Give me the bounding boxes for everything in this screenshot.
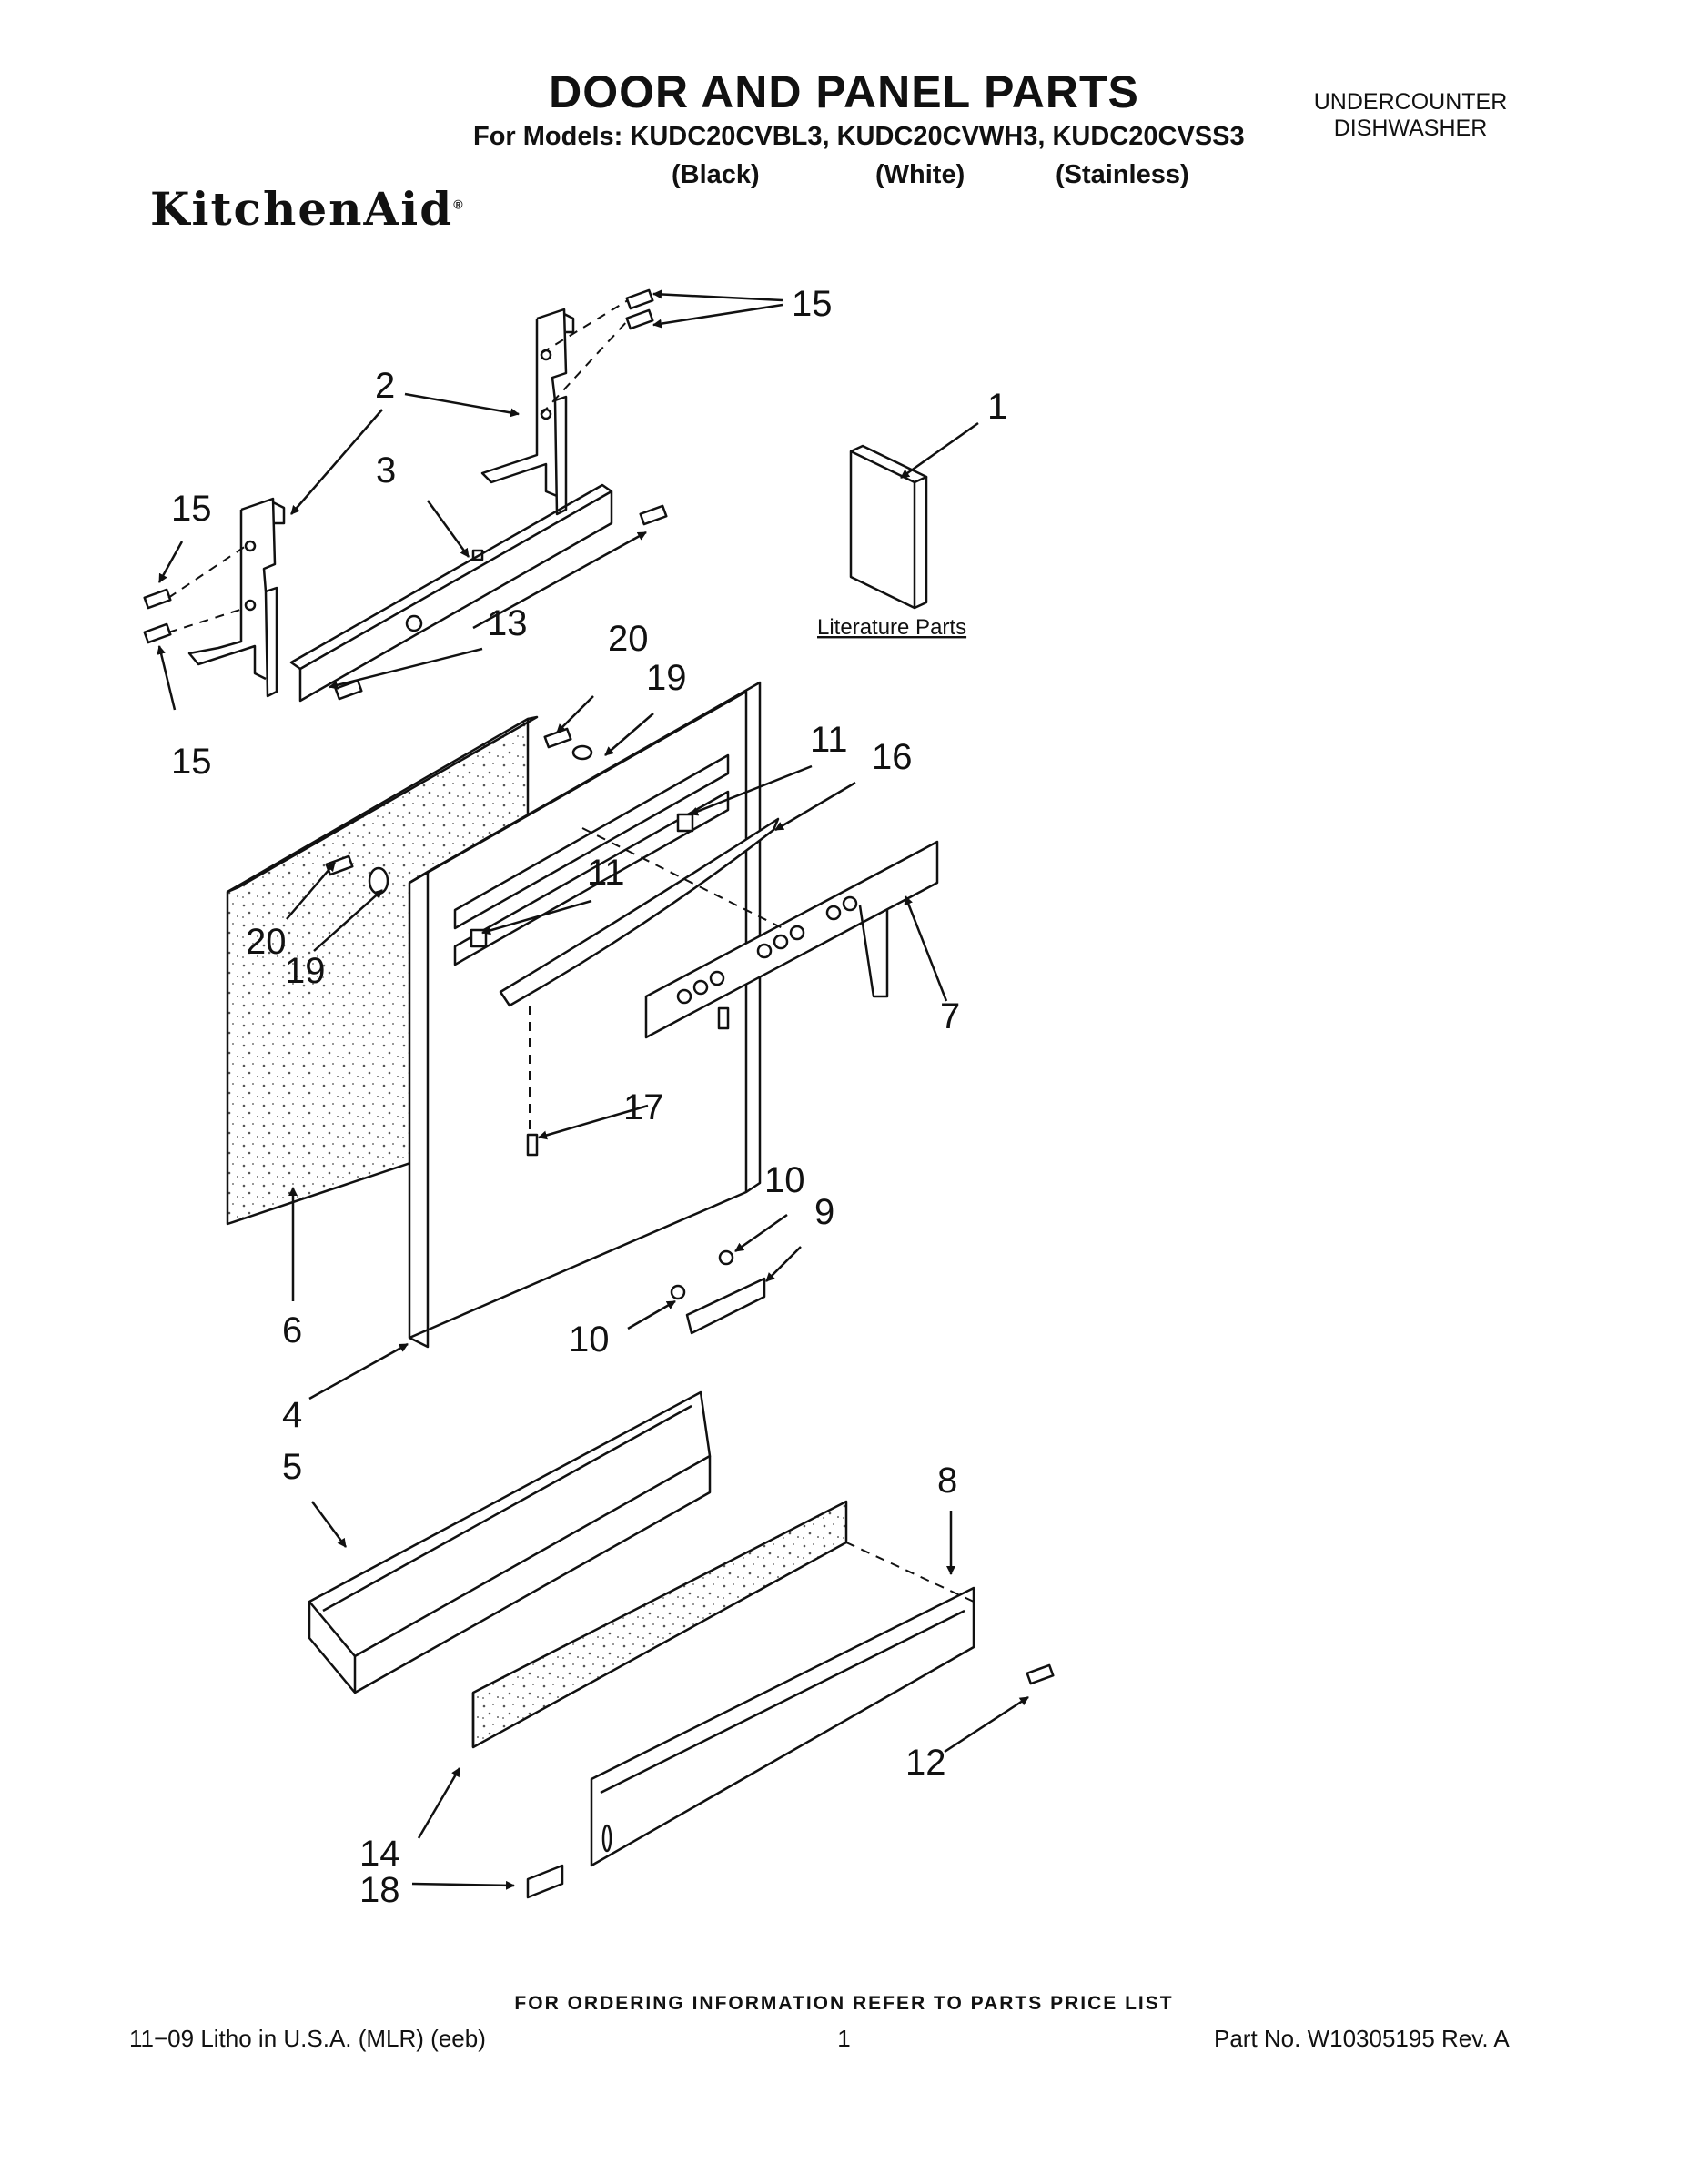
callout-label: 15 <box>792 284 833 324</box>
litho-info: 11−09 Litho in U.S.A. (MLR) (eeb) <box>129 2025 486 2052</box>
product-type-line-1: UNDERCOUNTER <box>1313 89 1508 115</box>
callout-label: 15 <box>171 489 212 529</box>
callout-label: 11 <box>810 720 848 760</box>
callout-label: 8 <box>937 1461 957 1501</box>
callout-label: 19 <box>285 951 326 991</box>
callout-label: 20 <box>246 922 287 962</box>
variant-stainless: (Stainless) <box>1056 160 1189 189</box>
callout-label: 3 <box>376 450 396 490</box>
badge <box>685 1277 766 1335</box>
page-number: 1 <box>837 2025 851 2052</box>
callout-label: 16 <box>872 737 913 777</box>
callout-label: 2 <box>375 366 395 406</box>
models-line: For Models: KUDC20CVBL3, KUDC20CVWH3, KU… <box>473 122 1245 151</box>
toe-panel <box>590 1586 975 1867</box>
part-number: Part No. W10305195 Rev. A <box>1214 2025 1510 2052</box>
brand-name: KitchenAid <box>150 182 454 236</box>
callout-label: 5 <box>282 1447 302 1487</box>
support-channel <box>289 483 613 703</box>
screws <box>143 288 1055 1685</box>
brand-logo: KitchenAid® <box>150 182 465 236</box>
callout-label: 10 <box>764 1160 805 1200</box>
product-type: UNDERCOUNTER DISHWASHER <box>1274 89 1547 142</box>
callout-label: 7 <box>940 996 960 1036</box>
lower-door-frame <box>308 1390 712 1694</box>
variant-white: (White) <box>875 160 965 189</box>
door-handle <box>499 817 780 1007</box>
outer-door-panel <box>408 681 762 1349</box>
callout-label: 20 <box>608 619 649 659</box>
page-title: DOOR AND PANEL PARTS <box>549 66 1139 117</box>
product-type-line-2: DISHWASHER <box>1333 116 1488 141</box>
callout-label: 1 <box>987 387 1007 427</box>
callout-label: 15 <box>171 742 212 782</box>
variant-black: (Black) <box>672 160 760 189</box>
callout-label: 13 <box>487 603 528 643</box>
literature-parts-label: Literature Parts <box>817 615 966 640</box>
hinge-bracket-left <box>187 497 286 698</box>
callout-label: 12 <box>905 1743 946 1783</box>
brand-registered-mark: ® <box>453 197 465 212</box>
callout-label: 6 <box>282 1310 302 1350</box>
callout-label: 4 <box>282 1395 302 1435</box>
callout-label: 17 <box>623 1087 664 1127</box>
callout-label: 10 <box>569 1320 610 1360</box>
callout-label: 14 <box>359 1834 400 1874</box>
clip <box>526 1864 564 1899</box>
callout-label: 18 <box>359 1870 400 1910</box>
control-panel <box>644 840 939 1039</box>
callout-label: 9 <box>814 1192 834 1232</box>
ordering-note: FOR ORDERING INFORMATION REFER TO PARTS … <box>514 1993 1174 2014</box>
literature-parts-booklet <box>849 444 928 610</box>
hinge-bracket-right <box>480 308 575 516</box>
callout-label: 11 <box>587 853 625 893</box>
callout-label: 19 <box>646 658 687 698</box>
